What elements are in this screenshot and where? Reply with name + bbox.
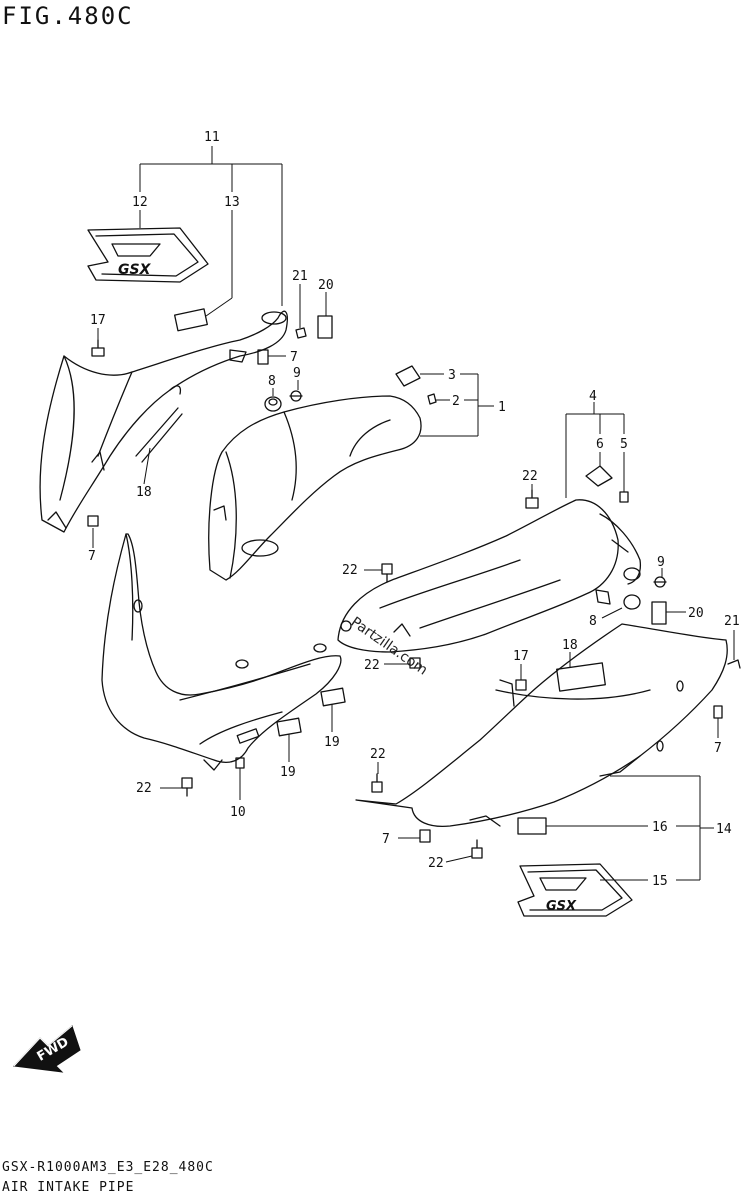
callout-20: 20 (318, 278, 334, 293)
fwd-arrow: FWD (12, 1025, 81, 1073)
sticker-3 (395, 365, 421, 387)
sticker-16 (517, 817, 547, 835)
bolt-7-left-lower (87, 515, 99, 527)
callout-19-b: 19 (280, 765, 296, 780)
callout-10: 10 (230, 805, 246, 820)
callout-labels: 11 12 13 21 20 17 7 8 9 3 2 1 18 4 6 5 2… (88, 130, 740, 889)
leader-lines (92, 146, 735, 881)
right-gsxr-badge: GSX (517, 863, 633, 917)
callout-8: 8 (268, 374, 276, 389)
right-badge-label: GSX (546, 899, 577, 914)
sticker-19-b (276, 717, 302, 737)
callout-17: 17 (90, 313, 106, 328)
grommet-8-right (623, 594, 641, 610)
clip-7-lower (419, 829, 431, 843)
left-upper-cowl (39, 308, 288, 533)
left-gsxr-badge: GSX (87, 227, 209, 283)
callout-18: 18 (136, 485, 152, 500)
callout-2: 2 (452, 394, 460, 409)
callout-22-center: 22 (364, 658, 380, 673)
callout-16: 16 (652, 820, 668, 835)
callout-12: 12 (132, 195, 148, 210)
bolt-17-left (91, 339, 105, 357)
callout-7: 7 (290, 350, 298, 365)
callout-18-right: 18 (562, 638, 578, 653)
callout-22-mid: 22 (342, 563, 358, 578)
callout-7-left: 7 (88, 549, 96, 564)
bolt-17-right (515, 679, 527, 691)
callout-17-right: 17 (513, 649, 529, 664)
bolt-22-right-center (409, 657, 421, 669)
clip-21-left (295, 327, 307, 339)
watermark: Partzilla.com (348, 614, 431, 678)
air-intake-pipe-left (208, 395, 422, 581)
grommet-8-left (264, 396, 282, 412)
callout-1: 1 (498, 400, 506, 415)
clip-7-top (257, 349, 269, 365)
callout-11: 11 (204, 130, 220, 145)
callout-22-left-lower: 22 (136, 781, 152, 796)
watermark-text: Partzilla.com (348, 614, 431, 678)
callout-4: 4 (589, 389, 597, 404)
callout-22: 22 (522, 469, 538, 484)
footer-code: GSX-R1000AM3_E3_E28_480C (2, 1160, 214, 1175)
bolt-22-left-lower (181, 777, 193, 797)
figure-title: FIG.480C (2, 2, 134, 30)
sticker-5 (619, 491, 629, 503)
callout-21: 21 (292, 269, 308, 284)
callout-15: 15 (652, 874, 668, 889)
sticker-2 (427, 393, 437, 405)
screw-9-left (289, 390, 303, 402)
sticker-6 (585, 465, 613, 487)
callout-9-right: 9 (657, 555, 665, 570)
callout-22-lower: 22 (370, 747, 386, 762)
callout-9: 9 (293, 366, 301, 381)
callout-7-lower: 7 (382, 832, 390, 847)
sticker-20-right (651, 601, 667, 625)
callout-14: 14 (716, 822, 732, 837)
callout-6: 6 (596, 437, 604, 452)
air-intake-pipe-right (337, 499, 642, 653)
left-inner-panel (101, 533, 342, 771)
bolt-22-bottom (471, 839, 483, 859)
callout-19-a: 19 (324, 735, 340, 750)
clip-7-right (713, 705, 723, 719)
screw-9-right (653, 576, 667, 588)
callout-22-bottom: 22 (428, 856, 444, 871)
left-badge-label: GSX (118, 262, 152, 278)
callout-7-right: 7 (714, 741, 722, 756)
footer-name: AIR INTAKE PIPE (2, 1180, 135, 1195)
bolt-22-lower (371, 773, 383, 793)
callout-20-right: 20 (688, 606, 704, 621)
bolt-22-right-mid (381, 563, 393, 583)
right-side-cowl (355, 623, 741, 828)
callout-3: 3 (448, 368, 456, 383)
callout-21-right: 21 (724, 614, 740, 629)
callout-8-right: 8 (589, 614, 597, 629)
bolt-22-right-top (525, 489, 539, 509)
callout-13: 13 (224, 195, 240, 210)
callout-5: 5 (620, 437, 628, 452)
sticker-20-left (317, 315, 333, 339)
sticker-19-a (320, 687, 346, 707)
